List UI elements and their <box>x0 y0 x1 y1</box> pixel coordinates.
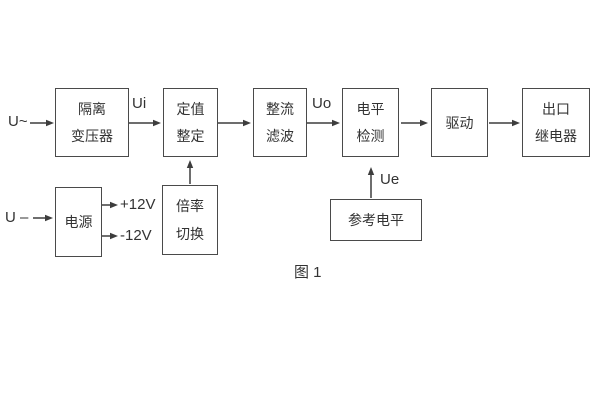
block-label-line: 切换 <box>176 225 204 242</box>
block-label-line: 驱动 <box>445 114 474 131</box>
block-label-line: 倍率 <box>176 198 204 215</box>
arrow-plus12v <box>101 201 118 209</box>
arrow-setting-to-rectifier <box>218 119 251 127</box>
label-dc-input: U – <box>5 209 29 226</box>
block-label-line: 继电器 <box>535 128 577 144</box>
block-setting-adjust: 定值 整定 <box>163 88 218 157</box>
block-ratio-switch: 倍率 切换 <box>162 185 218 255</box>
block-label-line: 检测 <box>356 128 385 144</box>
arrow-ac-input <box>30 119 54 127</box>
block-drive: 驱动 <box>431 88 488 157</box>
block-reference-level: 参考电平 <box>330 199 422 241</box>
label-signal-uo: Uo <box>312 95 332 112</box>
label-ac-input: U~ <box>8 113 28 130</box>
block-output-relay: 出口 继电器 <box>522 88 590 157</box>
block-label-line: 滤波 <box>266 128 294 144</box>
arrow-ratio-to-setting <box>186 160 194 184</box>
arrow-minus12v <box>101 232 118 240</box>
block-label-line: 整定 <box>176 128 205 144</box>
arrow-reference-to-level <box>367 167 375 198</box>
block-label-line: 定值 <box>176 101 205 117</box>
block-label-line: 出口 <box>542 101 570 117</box>
arrow-dc-input <box>33 214 53 222</box>
arrow-level-to-drive <box>401 119 428 127</box>
arrow-rectifier-to-level <box>307 119 340 127</box>
block-label-line: 变压器 <box>71 128 113 144</box>
arrow-drive-to-relay <box>489 119 520 127</box>
block-label-line: 整流 <box>266 101 294 117</box>
block-label-line: 电源 <box>64 214 93 230</box>
block-label-line: 电平 <box>356 101 385 117</box>
block-label-line: 隔离 <box>78 101 106 117</box>
label-signal-ue: Ue <box>380 171 400 188</box>
label-plus12v: +12V <box>120 196 156 213</box>
block-isolation-transformer: 隔离 变压器 <box>55 88 129 157</box>
block-rectifier-filter: 整流 滤波 <box>253 88 307 157</box>
block-power-supply: 电源 <box>55 187 102 257</box>
arrow-transformer-to-setting <box>129 119 161 127</box>
label-minus12v: -12V <box>120 227 152 244</box>
label-signal-ui: Ui <box>132 95 147 112</box>
block-level-detect: 电平 检测 <box>342 88 399 157</box>
block-label-line: 参考电平 <box>348 212 404 228</box>
figure-caption: 图 1 <box>294 264 322 281</box>
